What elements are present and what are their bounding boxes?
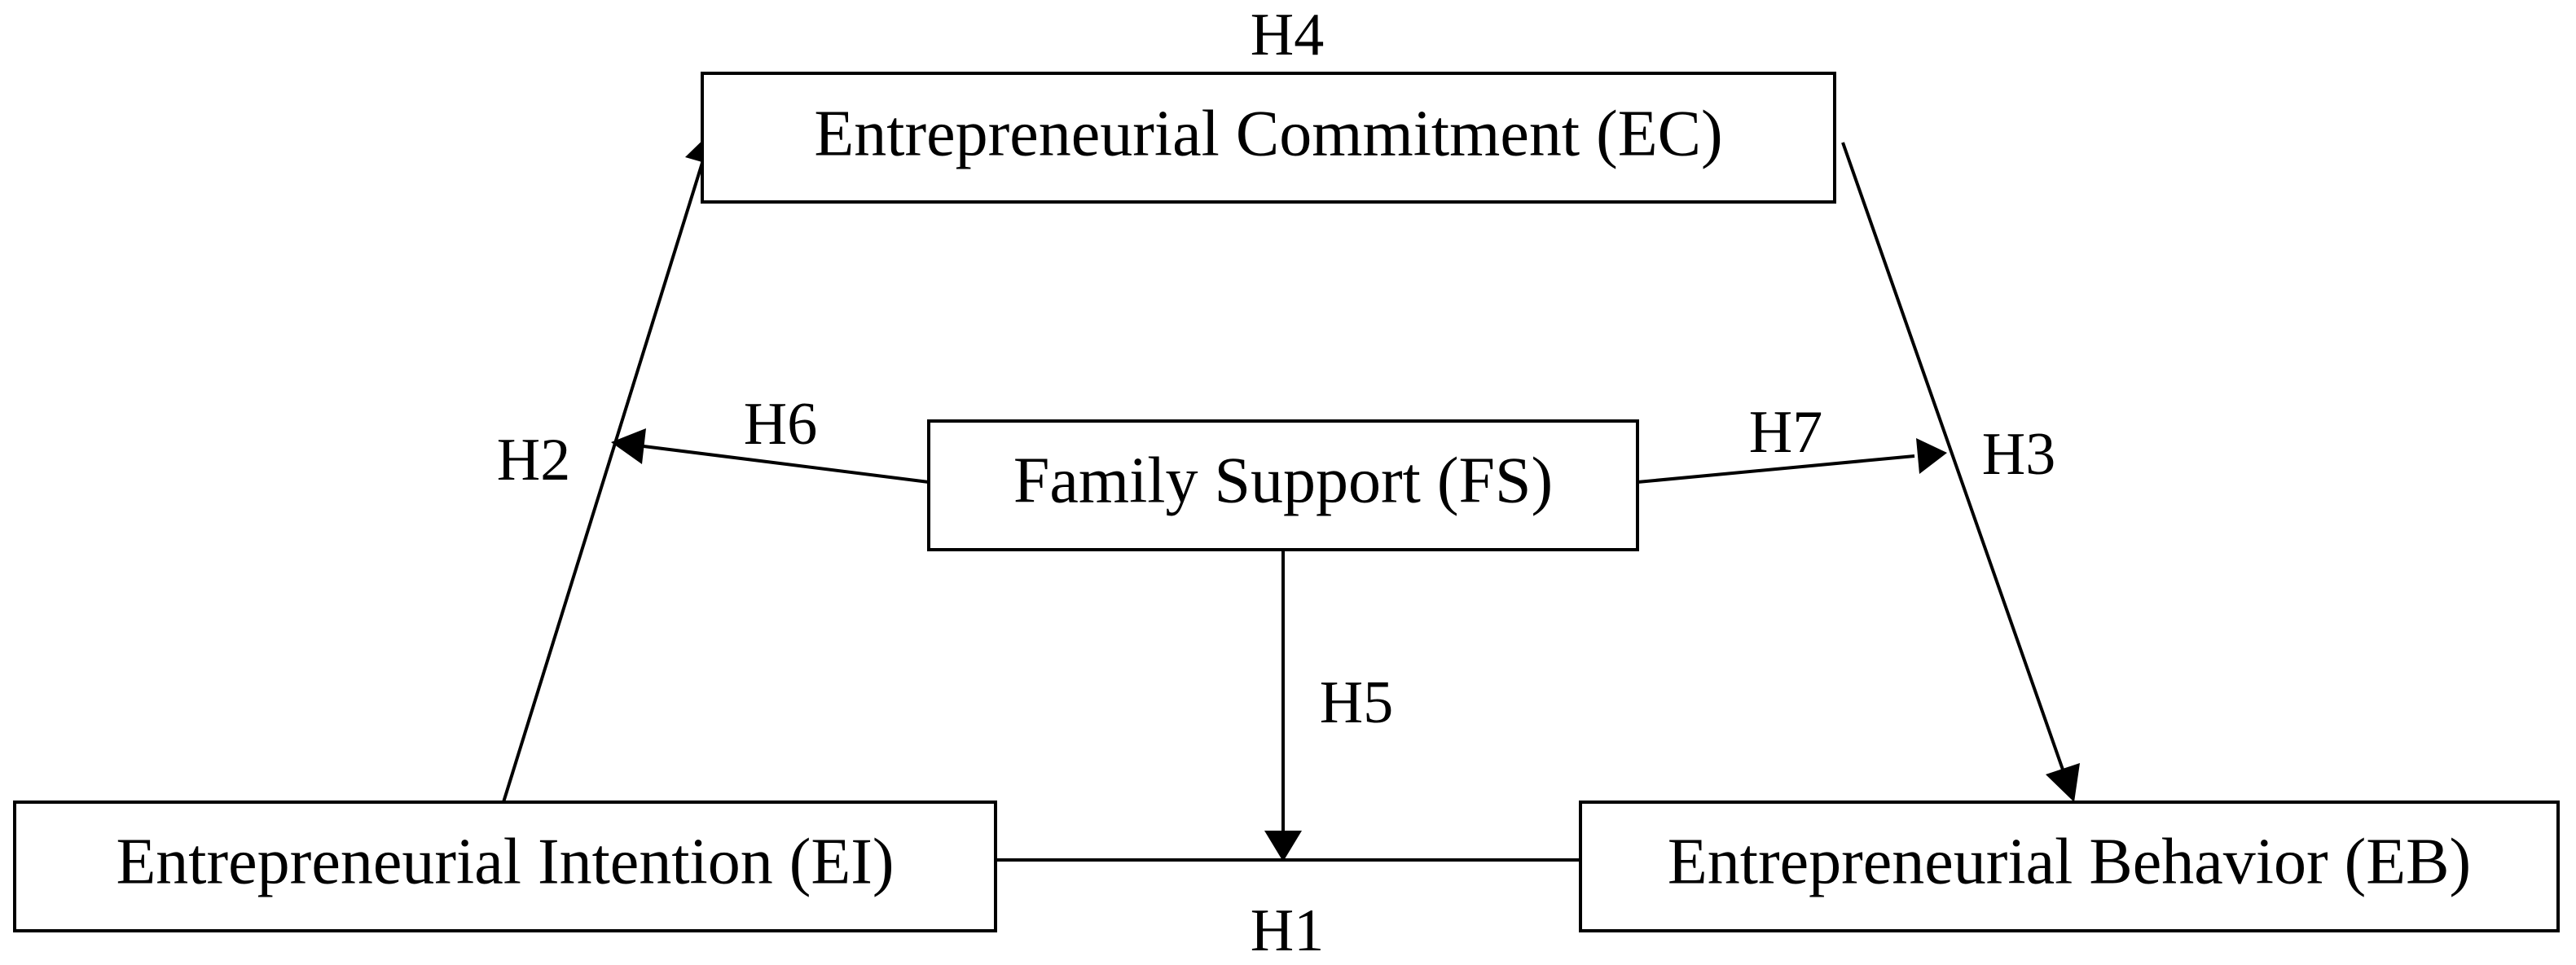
node-fs: Family Support (FS) (927, 419, 1639, 551)
edge-h2-arrow (502, 162, 704, 803)
node-eb: Entrepreneurial Behavior (EB) (1579, 801, 2560, 932)
edge-h3-arrow (1841, 142, 2064, 770)
edge-h7-arrow (1637, 454, 1915, 484)
edge-h6-arrow (643, 445, 930, 484)
edge-h5-arrowhead (1264, 831, 1302, 862)
node-eb-box (1579, 801, 2560, 932)
edges (502, 130, 2080, 878)
node-fs-box (927, 419, 1639, 551)
node-eb-label: Entrepreneurial Behavior (EB) (1668, 826, 2471, 897)
node-ec-box (701, 72, 1836, 204)
edge-h3-arrowhead (2046, 763, 2080, 802)
edge-h7-arrowhead (1916, 438, 1947, 474)
edge-label-h1: H1 (1251, 897, 1324, 964)
edge-label-h4: H4 (1251, 2, 1324, 68)
node-ec-label: Entrepreneurial Commitment (EC) (814, 98, 1722, 169)
edge-label-h5: H5 (1320, 669, 1393, 736)
hypothesis-labels: H4 H2 H6 H7 H3 H5 H1 (497, 2, 2055, 964)
edge-label-h7: H7 (1749, 399, 1822, 466)
node-ei-label: Entrepreneurial Intention (EI) (116, 826, 894, 897)
node-ei: Entrepreneurial Intention (EI) (13, 801, 997, 932)
edge-h6-arrowhead (611, 428, 646, 464)
edge-label-h6: H6 (744, 391, 817, 458)
edge-label-h3: H3 (1982, 421, 2055, 488)
edge-label-h2: H2 (497, 427, 570, 493)
node-fs-label: Family Support (FS) (1013, 445, 1553, 516)
node-ei-box (13, 801, 997, 932)
node-ec: Entrepreneurial Commitment (EC) (701, 72, 1836, 204)
